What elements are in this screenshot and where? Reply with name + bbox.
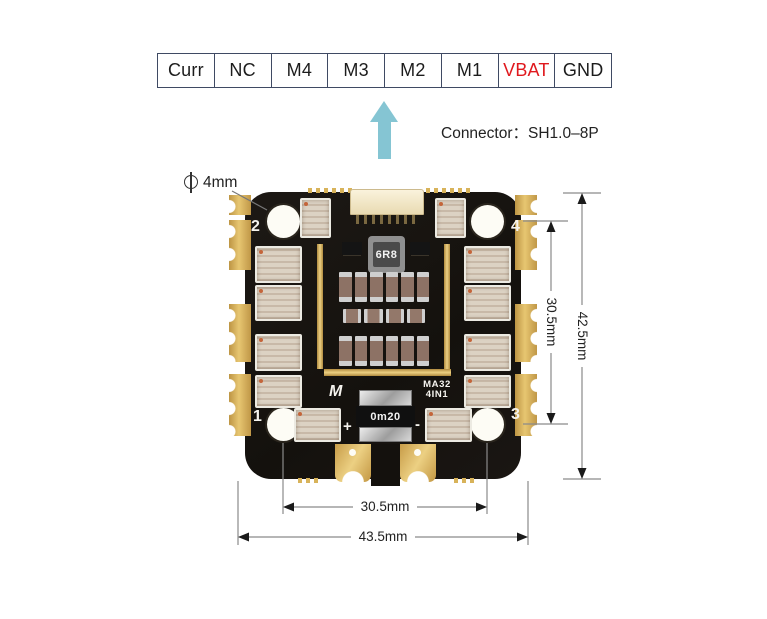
dim-bottom-inner: 30.5mm	[353, 499, 417, 516]
pin-cell-m2: M2	[385, 54, 442, 87]
capacitor-row	[343, 309, 425, 323]
hole-diameter-annotation: 4mm	[184, 172, 237, 193]
corner-label-2: 2	[251, 218, 260, 235]
castellation-teeth	[426, 188, 470, 193]
battery-minus-label: -	[415, 416, 420, 433]
shunt-resistor: 0m20	[356, 406, 415, 427]
gold-edge-pad	[229, 195, 251, 215]
capacitor	[385, 336, 398, 366]
mosfet-chip	[294, 408, 341, 442]
capacitor	[401, 272, 414, 302]
shunt-terminal	[359, 390, 412, 406]
inductor: 6R8	[368, 236, 405, 273]
inductor-label: 6R8	[373, 242, 400, 267]
pin-cell-vbat: VBAT	[499, 54, 556, 87]
mosfet-chip	[255, 246, 302, 283]
mosfet-chip	[464, 285, 511, 321]
shunt-terminal	[359, 427, 412, 442]
dim-bottom-outer: 43.5mm	[351, 529, 415, 546]
capacitor	[385, 309, 404, 323]
pin-cell-gnd: GND	[562, 60, 604, 80]
sh-connector	[350, 189, 424, 215]
driver-ic	[342, 242, 362, 255]
pin-cell-curr: Curr	[158, 54, 215, 87]
corner-label-4: 4	[511, 218, 520, 235]
gold-edge-pad	[229, 374, 251, 436]
capacitor-row	[339, 272, 429, 302]
hole-diameter-value: 4mm	[203, 173, 238, 191]
capacitor-row	[339, 336, 429, 366]
battery-plus-label: +	[343, 418, 352, 435]
brand-logo: M	[329, 383, 342, 400]
battery-pad-divider	[371, 444, 400, 486]
gold-trace	[444, 244, 450, 369]
capacitor	[401, 336, 414, 366]
model-line2: 4IN1	[425, 389, 449, 400]
pin-label-table: Curr NC M4 M3 M2 M1 VBAT GND	[157, 53, 612, 88]
capacitor	[343, 309, 362, 323]
model-label: MA32 4IN1	[414, 380, 460, 400]
mounting-hole-4	[470, 204, 504, 238]
capacitor	[339, 272, 352, 302]
capacitor	[354, 272, 367, 302]
gold-edge-pad	[515, 195, 537, 215]
capacitor	[385, 272, 398, 302]
mosfet-chip	[464, 246, 511, 283]
capacitor	[339, 336, 352, 366]
mounting-hole-2	[266, 204, 300, 238]
capacitor	[416, 272, 429, 302]
mosfet-chip	[464, 334, 511, 371]
capacitor	[364, 309, 383, 323]
driver-ic	[410, 242, 430, 255]
connector-note: Connector：SH1.0–8P	[441, 125, 599, 142]
model-line1: MA32	[423, 379, 451, 390]
battery-pad-negative	[400, 444, 436, 482]
pin-cell-m1: M1	[442, 54, 499, 87]
connector-pins	[356, 215, 418, 224]
castellation-teeth	[308, 188, 352, 193]
mosfet-chip	[255, 375, 302, 408]
corner-label-1: 1	[253, 408, 262, 425]
gold-edge-pad	[515, 220, 537, 270]
esc-board: 2 4 1 3 6R8	[229, 188, 537, 486]
battery-pad-positive	[335, 444, 371, 482]
pin-cell-m4: M4	[272, 54, 329, 87]
dim-right-inner: 30.5mm	[543, 291, 559, 353]
gold-edge-pad	[515, 374, 537, 436]
capacitor	[370, 272, 383, 302]
mosfet-chip	[255, 285, 302, 321]
capacitor	[370, 336, 383, 366]
gold-edge-pad	[515, 304, 537, 362]
capacitor	[354, 336, 367, 366]
gold-edge-pad	[229, 220, 251, 270]
capacitor	[416, 336, 429, 366]
castellation-teeth	[298, 478, 318, 483]
mosfet-chip	[300, 198, 331, 238]
gold-trace	[324, 369, 451, 376]
gold-edge-pad	[229, 304, 251, 362]
corner-label-3: 3	[511, 406, 520, 423]
mounting-hole-3	[470, 407, 504, 441]
gold-trace	[317, 244, 323, 369]
pin-cell-m3: M3	[328, 54, 385, 87]
mosfet-chip	[425, 408, 472, 442]
mosfet-chip	[435, 198, 466, 238]
dim-right-outer: 42.5mm	[574, 305, 590, 367]
capacitor	[406, 309, 425, 323]
diameter-icon	[184, 172, 199, 193]
up-arrow-icon	[370, 101, 398, 159]
pin-cell-nc: NC	[215, 54, 272, 87]
mosfet-chip	[464, 375, 511, 408]
mosfet-chip	[255, 334, 302, 371]
castellation-teeth	[454, 478, 474, 483]
